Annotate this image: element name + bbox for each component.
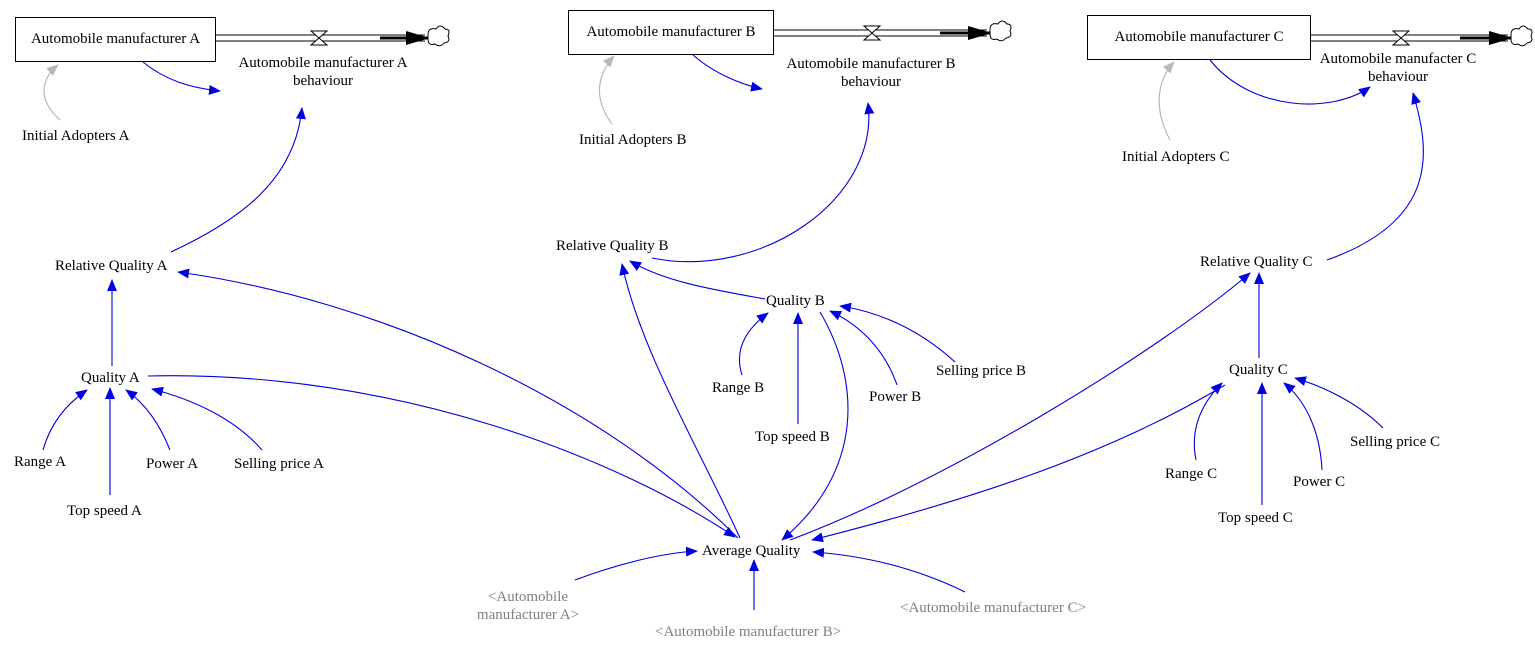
- flow-label-b-line1: Automobile manufacturer B: [786, 56, 956, 72]
- range-c[interactable]: Range C: [1165, 466, 1218, 482]
- flow-label-c-line1: Automobile manufacter C: [1319, 51, 1477, 67]
- link-power-c: [1283, 382, 1323, 471]
- stock-automobile-manufacturer-c[interactable]: Automobile manufacturer C: [1087, 15, 1311, 60]
- link-quality-b-rq: [629, 260, 766, 300]
- flow-label-a-line1: Automobile manufacturer A: [238, 55, 408, 71]
- top-speed-a[interactable]: Top speed A: [67, 503, 142, 519]
- selling-price-c[interactable]: Selling price C: [1350, 434, 1440, 450]
- quality-b[interactable]: Quality B: [766, 293, 825, 309]
- flow-label-b-line2: behaviour: [841, 74, 901, 90]
- stock-automobile-manufacturer-a[interactable]: Automobile manufacturer A: [15, 17, 216, 62]
- link-range-a: [42, 389, 88, 451]
- link-rq-a-flow: [170, 107, 306, 253]
- link-quality-c-avg: [811, 384, 1226, 543]
- link-stock-b-flow: [692, 54, 763, 92]
- link-initial-c: [1158, 61, 1175, 141]
- selling-price-b[interactable]: Selling price B: [936, 363, 1026, 379]
- flow-pipe-a: [216, 25, 450, 47]
- shadow-manufacturer-b[interactable]: <Automobile manufacturer B>: [655, 624, 842, 640]
- link-quality-b-avg: [781, 311, 849, 541]
- shadow-manufacturer-a-line1: <Automobile: [487, 589, 569, 605]
- flow-label-c-line2: behaviour: [1368, 69, 1428, 85]
- link-avg-rq-b: [619, 263, 741, 539]
- link-initial-b: [598, 55, 615, 125]
- quality-a[interactable]: Quality A: [81, 370, 140, 386]
- flow-label-b[interactable]: Automobile manufacturer B behaviour: [786, 55, 955, 91]
- initial-adopter-links: [43, 55, 1175, 141]
- quality-c[interactable]: Quality C: [1229, 362, 1288, 378]
- initial-adopters-c[interactable]: Initial Adopters C: [1122, 149, 1230, 165]
- flow-pipe-c: [1311, 25, 1533, 47]
- link-stock-c-flow: [1209, 59, 1371, 105]
- shadow-manufacturer-a[interactable]: <Automobile manufacturer A>: [477, 588, 579, 624]
- causal-links: [42, 54, 1424, 610]
- link-range-b: [738, 312, 769, 376]
- selling-price-a[interactable]: Selling price A: [234, 456, 324, 472]
- link-range-c: [1193, 382, 1223, 461]
- relative-quality-b[interactable]: Relative Quality B: [556, 238, 669, 254]
- link-price-c: [1294, 376, 1384, 429]
- power-c[interactable]: Power C: [1293, 474, 1346, 490]
- link-shadow-a-avg: [574, 546, 698, 581]
- flow-pipe-b: [774, 20, 1012, 42]
- relative-quality-a[interactable]: Relative Quality A: [55, 258, 168, 274]
- link-initial-a: [43, 64, 61, 121]
- link-rq-c-flow: [1326, 92, 1424, 261]
- link-quality-a-avg: [147, 375, 736, 538]
- top-speed-c[interactable]: Top speed C: [1218, 510, 1293, 526]
- top-speed-b[interactable]: Top speed B: [755, 429, 830, 445]
- stock-automobile-manufacturer-b[interactable]: Automobile manufacturer B: [568, 10, 774, 55]
- initial-adopters-b[interactable]: Initial Adopters B: [579, 132, 687, 148]
- link-avg-rq-c: [789, 272, 1251, 541]
- link-rq-b-flow: [651, 102, 875, 263]
- average-quality[interactable]: Average Quality: [702, 543, 801, 559]
- power-b[interactable]: Power B: [869, 389, 922, 405]
- flow-label-a-line2: behaviour: [293, 73, 353, 89]
- initial-adopters-a[interactable]: Initial Adopters A: [22, 128, 130, 144]
- flow-label-a[interactable]: Automobile manufacturer A behaviour: [238, 54, 407, 90]
- power-a[interactable]: Power A: [146, 456, 199, 472]
- link-price-a: [151, 386, 263, 451]
- link-shadow-c-avg: [812, 547, 966, 593]
- link-price-b: [839, 302, 956, 363]
- flow-label-c[interactable]: Automobile manufacter C behaviour: [1320, 50, 1477, 86]
- relative-quality-c[interactable]: Relative Quality C: [1200, 254, 1313, 270]
- shadow-manufacturer-c[interactable]: <Automobile manufacturer C>: [900, 600, 1087, 616]
- range-a[interactable]: Range A: [14, 454, 67, 470]
- range-b[interactable]: Range B: [712, 380, 765, 396]
- link-avg-rq-a: [177, 268, 739, 539]
- link-stock-a-flow: [142, 61, 221, 95]
- link-power-b: [829, 310, 898, 386]
- link-power-a: [125, 389, 171, 451]
- shadow-manufacturer-a-line2: manufacturer A>: [476, 607, 580, 623]
